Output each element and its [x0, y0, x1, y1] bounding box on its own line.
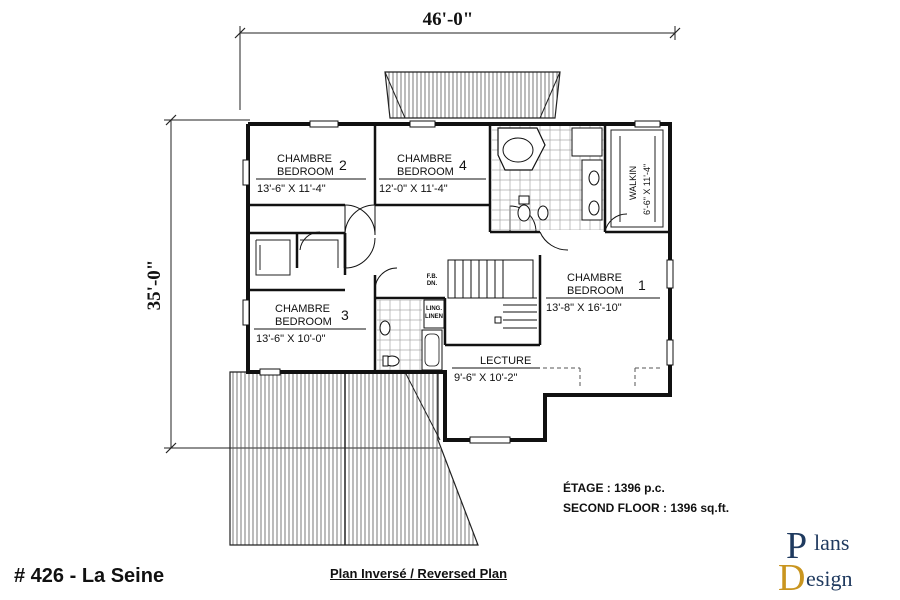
doors	[299, 204, 628, 291]
bedroom-4-num: 4	[459, 157, 467, 173]
bedroom-1-en: BEDROOM	[567, 285, 624, 297]
linen-label-1: LING.	[426, 306, 442, 312]
room-bedroom-2: CHAMBRE BEDROOM 2 13'-6" X 11'-4"	[256, 153, 366, 195]
bedroom-1-num: 1	[638, 277, 646, 293]
lecture-size: 9'-6" X 10'-2"	[454, 372, 517, 384]
shower	[571, 127, 603, 157]
depth-label: 35'-0"	[144, 260, 165, 311]
bedroom-2-size: 13'-6" X 11'-4"	[257, 183, 326, 195]
bedroom-3-en: BEDROOM	[275, 316, 332, 328]
fb-label-2: DN.	[427, 281, 438, 287]
plans-design-logo: P lans D esign	[778, 525, 852, 594]
lower-roof	[229, 371, 479, 546]
fb-label-1: F.B.	[427, 274, 438, 280]
top-roof	[384, 71, 561, 119]
windows	[242, 120, 674, 444]
walkin-label: WALKIN	[628, 166, 638, 200]
walkin-size: 6'-6" X 11'-4"	[642, 164, 652, 215]
bedroom-1-size: 13'-8" X 16'-10"	[546, 302, 622, 314]
main-bathroom	[492, 126, 604, 230]
room-walkin: WALKIN 6'-6" X 11'-4"	[628, 164, 652, 215]
room-bedroom-1: CHAMBRE BEDROOM 1 13'-8" X 16'-10"	[546, 272, 660, 314]
exterior-walls	[246, 122, 672, 442]
bedroom-4-fr: CHAMBRE	[397, 153, 452, 165]
lecture-label: LECTURE	[480, 355, 531, 367]
small-bathroom: LING. LINEN	[377, 299, 445, 371]
bedroom-1-fr: CHAMBRE	[567, 272, 622, 284]
svg-text:D: D	[778, 557, 805, 594]
bedroom-2-num: 2	[339, 157, 347, 173]
etage-area: ÉTAGE : 1396 p.c.	[563, 481, 665, 495]
bedroom-4-size: 12'-0" X 11'-4"	[379, 183, 448, 195]
staircase: F.B. DN.	[427, 259, 537, 329]
bedroom-3-num: 3	[341, 307, 349, 323]
logo-line1: lans	[814, 530, 849, 555]
reversed-plan-caption: Plan Inversé / Reversed Plan	[330, 566, 508, 581]
bathtub	[421, 329, 443, 371]
width-dimension: 46'-0"	[234, 9, 681, 110]
bedroom-2-en: BEDROOM	[277, 166, 334, 178]
bedroom-2-fr: CHAMBRE	[277, 153, 332, 165]
width-label: 46'-0"	[423, 9, 474, 30]
bedroom-3-size: 13'-6" X 10'-0"	[256, 333, 326, 345]
closets	[255, 129, 664, 276]
room-bedroom-4: CHAMBRE BEDROOM 4 12'-0" X 11'-4"	[379, 153, 486, 195]
linen-label-2: LINEN	[425, 314, 443, 320]
svg-text:P: P	[786, 525, 807, 567]
room-bedroom-3: CHAMBRE BEDROOM 3 13'-6" X 10'-0"	[254, 303, 366, 345]
bedroom-4-en: BEDROOM	[397, 166, 454, 178]
plan-number: # 426 - La Seine	[14, 565, 165, 587]
bedroom-3-fr: CHAMBRE	[275, 303, 330, 315]
logo-line2: esign	[806, 566, 852, 591]
second-floor-area: SECOND FLOOR : 1396 sq.ft.	[563, 501, 730, 515]
room-lecture: LECTURE 9'-6" X 10'-2"	[452, 355, 540, 384]
interior-walls	[248, 124, 670, 372]
